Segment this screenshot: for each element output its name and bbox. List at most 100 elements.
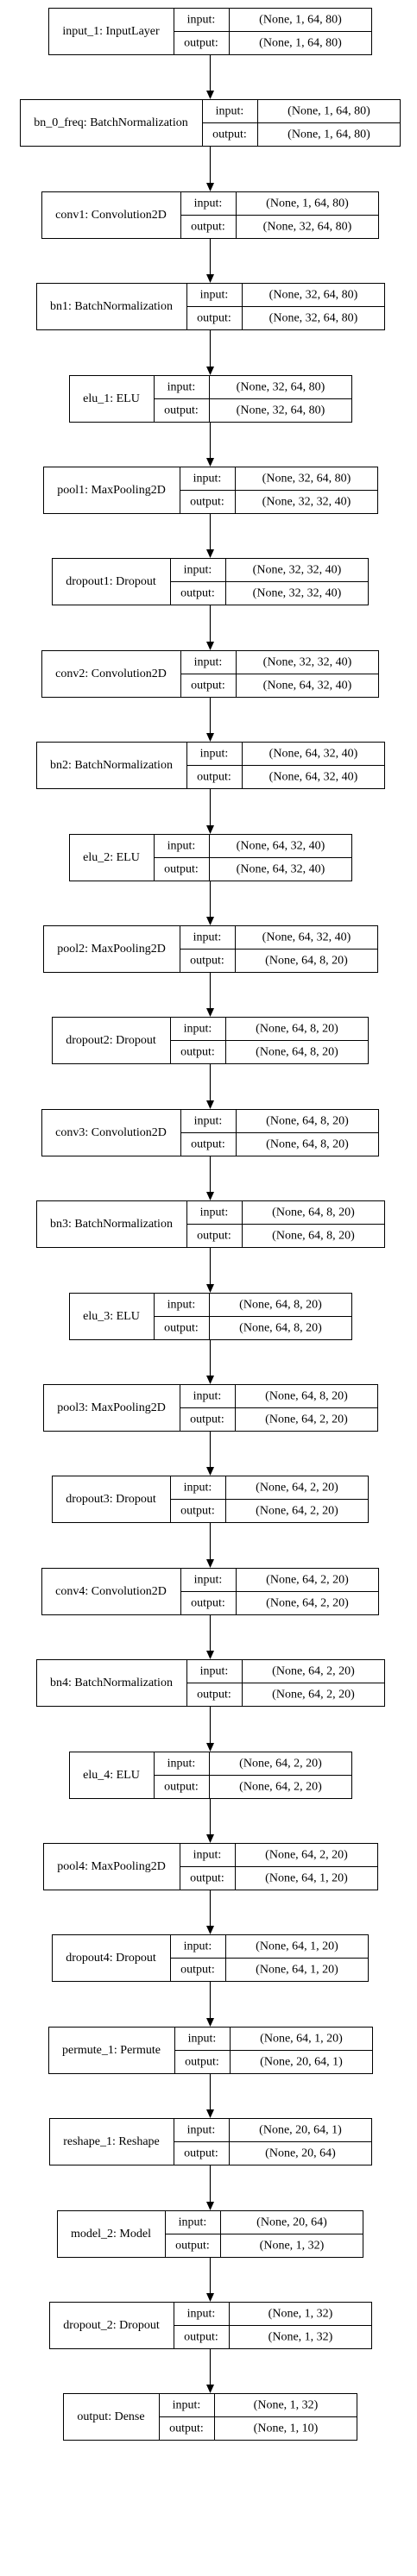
output-label: output: — [184, 37, 218, 50]
input-shape: (None, 64, 2, 20) — [265, 1849, 348, 1862]
input-label: input: — [167, 1758, 196, 1771]
output-shape: (None, 64, 8, 20) — [272, 1230, 355, 1243]
output-label: output: — [169, 2422, 204, 2435]
output-label: output: — [164, 404, 199, 417]
input-shape: (None, 64, 8, 20) — [266, 1115, 349, 1128]
layer-node: conv4: Convolution2Dinput:output:(None, … — [41, 1568, 379, 1615]
output-label: output: — [180, 1046, 215, 1059]
output-shape: (None, 20, 64) — [265, 2147, 336, 2160]
arrow-head-icon — [206, 2018, 214, 2027]
input-label: input: — [193, 473, 222, 486]
output-shape: (None, 32, 64, 80) — [269, 312, 358, 325]
output-shape: (None, 64, 32, 40) — [263, 680, 352, 693]
input-label: input: — [179, 2216, 207, 2229]
output-shape: (None, 64, 32, 40) — [237, 863, 325, 876]
layer-name: pool2: MaxPooling2D — [57, 943, 166, 956]
layer-node: conv2: Convolution2Dinput:output:(None, … — [41, 650, 379, 698]
output-label: output: — [180, 587, 215, 600]
input-shape: (None, 64, 1, 20) — [260, 2033, 343, 2046]
output-shape: (None, 1, 32) — [269, 2331, 333, 2344]
output-label: output: — [164, 1322, 199, 1335]
layer-name: pool1: MaxPooling2D — [57, 484, 166, 497]
layer-name: pool4: MaxPooling2D — [57, 1860, 166, 1873]
input-shape: (None, 64, 2, 20) — [256, 1482, 338, 1495]
layer-name: dropout3: Dropout — [66, 1493, 156, 1506]
output-shape: (None, 64, 2, 20) — [266, 1597, 349, 1610]
input-shape: (None, 20, 64, 1) — [259, 2124, 342, 2137]
output-label: output: — [180, 1964, 215, 1977]
input-shape: (None, 1, 64, 80) — [266, 197, 349, 210]
input-label: input: — [193, 1390, 222, 1403]
arrow-head-icon — [206, 1926, 214, 1934]
layer-node: conv1: Convolution2Dinput:output:(None, … — [41, 191, 379, 239]
input-label: input: — [194, 1574, 223, 1587]
layer-name: dropout4: Dropout — [66, 1952, 156, 1965]
output-shape: (None, 64, 2, 20) — [265, 1413, 348, 1426]
output-label: output: — [190, 1413, 224, 1426]
input-label: input: — [200, 1207, 229, 1219]
output-label: output: — [191, 221, 225, 234]
layer-name: permute_1: Permute — [62, 2044, 161, 2057]
output-shape: (None, 32, 64, 80) — [263, 221, 352, 234]
arrow-head-icon — [206, 458, 214, 467]
output-label: output: — [197, 1230, 231, 1243]
output-shape: (None, 64, 1, 20) — [256, 1964, 338, 1977]
input-label: input: — [194, 197, 223, 210]
input-shape: (None, 64, 8, 20) — [272, 1207, 355, 1219]
input-label: input: — [200, 1665, 229, 1678]
output-label: output: — [197, 771, 231, 784]
output-label: output: — [212, 128, 247, 141]
layer-node: bn1: BatchNormalizationinput:output:(Non… — [36, 283, 385, 330]
output-label: output: — [164, 863, 199, 876]
arrow-head-icon — [206, 1651, 214, 1659]
input-label: input: — [216, 105, 244, 118]
input-label: input: — [167, 381, 196, 394]
output-shape: (None, 64, 8, 20) — [265, 955, 348, 968]
input-shape: (None, 64, 32, 40) — [262, 931, 351, 944]
layer-node: bn_0_freq: BatchNormalization input: outpu… — [20, 99, 401, 147]
arrow-head-icon — [206, 549, 214, 558]
output-label: output: — [191, 1597, 225, 1610]
arrow-head-icon — [206, 367, 214, 375]
layer-name: reshape_1: Reshape — [63, 2135, 160, 2148]
input-shape: (None, 32, 64, 80) — [269, 289, 358, 302]
input-label: input: — [184, 1482, 212, 1495]
input-label: input: — [173, 2399, 201, 2412]
input-label: input: — [184, 1940, 212, 1953]
output-shape: (None, 64, 2, 20) — [239, 1781, 322, 1794]
input-label: input: — [167, 1299, 196, 1312]
input-shape: (None, 20, 64) — [256, 2216, 327, 2229]
output-label: output: — [190, 955, 224, 968]
arrow-head-icon — [206, 1376, 214, 1384]
output-shape: (None, 64, 8, 20) — [256, 1046, 338, 1059]
input-label: input: — [194, 656, 223, 669]
arrow-head-icon — [206, 733, 214, 742]
arrow-head-icon — [206, 1467, 214, 1476]
output-label: output: — [190, 496, 224, 509]
output-label: output: — [184, 2331, 218, 2344]
output-shape: (None, 1, 10) — [254, 2422, 319, 2435]
input-shape: (None, 1, 32) — [254, 2399, 319, 2412]
layer-name: dropout_2: Dropout — [63, 2319, 160, 2332]
layer-name: bn_0_freq: BatchNormalization — [34, 116, 187, 129]
output-label: output: — [191, 1138, 225, 1151]
input-shape: (None, 32, 32, 40) — [253, 564, 342, 577]
layer-name: bn2: BatchNormalization — [50, 759, 173, 772]
arrow-head-icon — [206, 2109, 214, 2118]
input-label: input: — [193, 931, 222, 944]
layer-name: bn4: BatchNormalization — [50, 1677, 173, 1689]
layer-node: pool2: MaxPooling2D input: output: (None, 6… — [43, 925, 378, 973]
layer-name: dropout1: Dropout — [66, 575, 156, 588]
input-shape: (None, 64, 2, 20) — [272, 1665, 355, 1678]
arrow-head-icon — [206, 274, 214, 283]
